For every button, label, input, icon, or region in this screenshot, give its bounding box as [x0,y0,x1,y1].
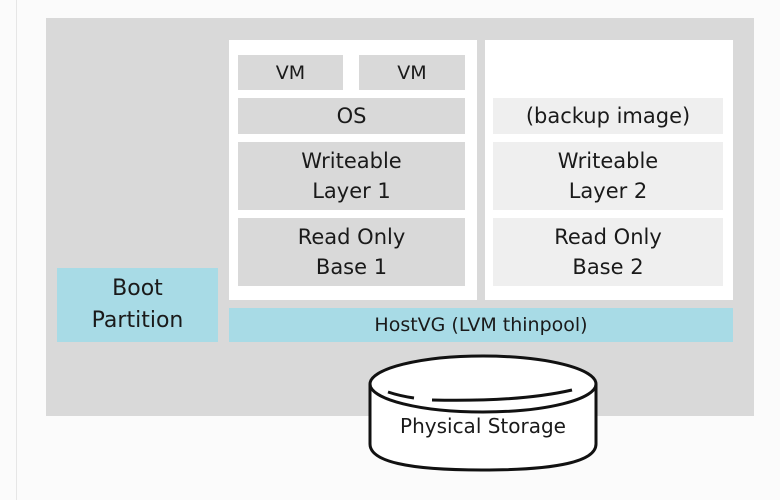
boot-partition-box: Boot Partition [57,268,218,342]
os-label: OS [336,104,367,128]
os-layer: OS [238,98,465,134]
writeable-layer-2-line2: Layer 2 [568,179,648,203]
page-frame [16,0,780,500]
read-only-base-1: Read Only Base 1 [238,218,465,286]
boot-partition-line2: Partition [91,308,184,333]
physical-storage-label-box: Physical Storage [370,408,596,444]
vm-box-left: VM [238,55,343,90]
writeable-layer-1: Writeable Layer 1 [238,142,465,210]
physical-storage-label: Physical Storage [400,414,566,438]
writeable-layer-1-line2: Layer 1 [312,179,391,203]
writeable-layer-2: Writeable Layer 2 [493,142,723,210]
writeable-layer-1-line1: Writeable [301,149,402,173]
read-only-base-2-line2: Base 2 [572,255,644,279]
backup-image-label: (backup image) [525,104,691,128]
read-only-base-1-line1: Read Only [297,225,406,249]
read-only-base-2-line1: Read Only [554,225,662,249]
read-only-base-2: Read Only Base 2 [493,218,723,286]
backup-image-layer: (backup image) [493,98,723,134]
vm-left-label: VM [275,61,306,84]
boot-partition-line1: Boot [112,276,163,301]
hostvg-bar: HostVG (LVM thinpool) [229,308,733,342]
read-only-base-1-line2: Base 1 [315,255,388,279]
vm-box-right: VM [359,55,465,90]
vm-right-label: VM [397,61,427,84]
hostvg-label: HostVG (LVM thinpool) [374,314,588,336]
writeable-layer-2-line1: Writeable [557,149,659,173]
